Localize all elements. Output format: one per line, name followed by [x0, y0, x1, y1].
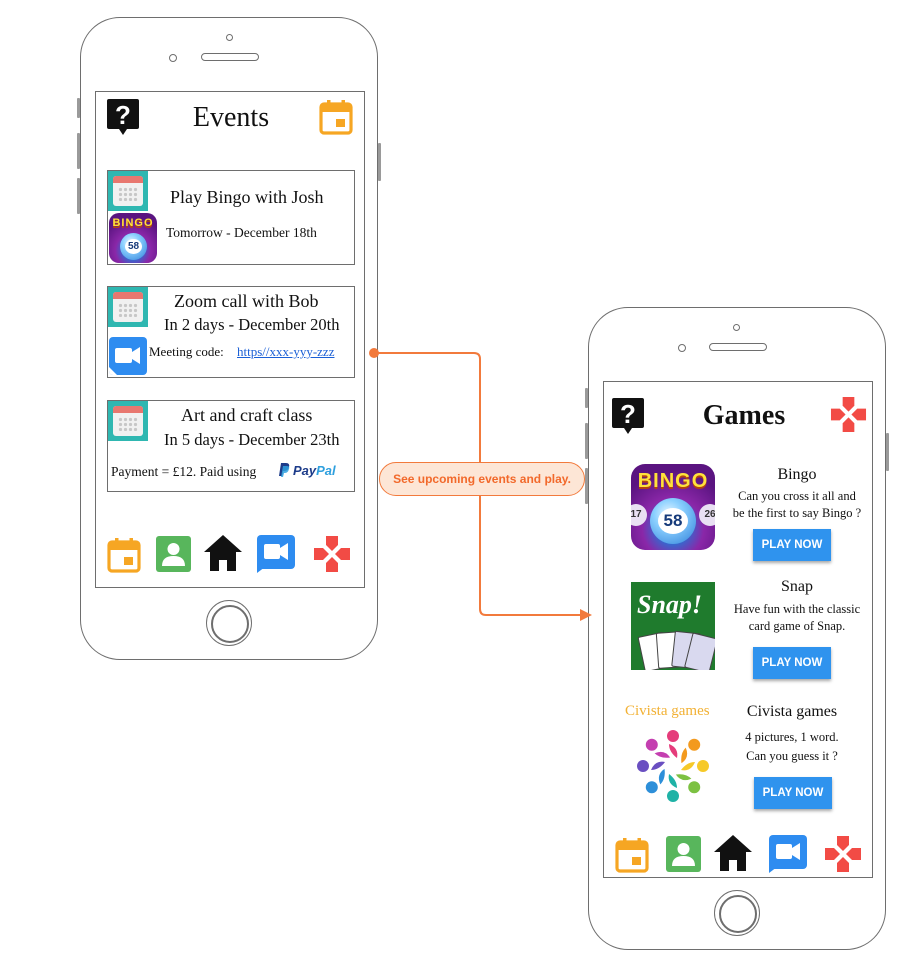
game-description: 4 pictures, 1 word. [745, 730, 839, 744]
game-description: Can you guess it ? [746, 749, 838, 763]
play-now-button-civista[interactable]: PLAY NOW [754, 777, 832, 809]
game-name: Bingo [777, 466, 817, 483]
event-date: In 2 days - December 20th [164, 315, 340, 334]
mini-calendar-icon [108, 171, 148, 211]
play-now-button-snap[interactable]: PLAY NOW [753, 647, 831, 679]
calendar-icon[interactable] [615, 837, 649, 873]
game-name: Civista games [746, 703, 838, 720]
meeting-code-link[interactable]: https//xxx-yyy-zzz [237, 344, 335, 359]
event-date: In 5 days - December 23th [164, 430, 340, 449]
phone-camera [169, 54, 177, 62]
bottom-nav [96, 532, 364, 576]
page-title: Games [702, 400, 786, 431]
game-description: be the first to say Bingo ? [732, 506, 862, 520]
gamepad-icon[interactable] [824, 835, 862, 873]
home-icon[interactable] [203, 534, 243, 572]
video-call-icon [109, 337, 147, 375]
phone-side-button [77, 98, 80, 118]
phone-sensor [226, 34, 233, 41]
phone-speaker [201, 53, 259, 61]
home-icon[interactable] [713, 834, 753, 872]
event-card-art-class[interactable]: Art and craft class In 5 days - December… [107, 400, 355, 492]
game-description: Have fun with the classic [733, 602, 861, 616]
help-icon[interactable]: ? [611, 396, 645, 436]
phone-side-button [585, 388, 588, 408]
games-phone: ? Games BINGO 17 26 58 Bingo Can you cro… [585, 307, 889, 950]
event-title: Play Bingo with Josh [170, 187, 324, 207]
calendar-icon[interactable] [107, 537, 141, 573]
phone-camera [678, 344, 686, 352]
event-card-bingo[interactable]: BINGO 58 Play Bingo with Josh Tomorrow -… [107, 170, 355, 265]
flow-callout: See upcoming events and play. [379, 462, 585, 496]
help-icon[interactable]: ? [106, 97, 140, 137]
svg-text:?: ? [115, 100, 131, 130]
event-title: Zoom call with Bob [174, 291, 319, 311]
gamepad-icon[interactable] [313, 535, 351, 573]
phone-side-button [886, 433, 889, 471]
phone-side-button [77, 133, 80, 169]
game-description: Can you cross it all and [738, 489, 856, 503]
mini-calendar-icon [108, 401, 148, 441]
events-screen: ? Events BINGO 58 Play Bingo with Josh T… [95, 91, 365, 588]
contact-icon[interactable] [666, 836, 701, 872]
phone-home-button[interactable] [206, 600, 252, 646]
paypal-logo: PayPal [279, 463, 336, 478]
phone-sensor [733, 324, 740, 331]
meeting-code-label: Meeting code: [149, 344, 224, 359]
video-call-icon[interactable] [769, 835, 807, 873]
events-phone: ? Events BINGO 58 Play Bingo with Josh T… [77, 17, 381, 660]
bingo-game-logo[interactable]: BINGO 17 26 58 [631, 464, 715, 550]
mini-calendar-icon [108, 287, 148, 327]
phone-speaker [709, 343, 767, 351]
calendar-icon[interactable] [319, 99, 353, 135]
event-date: Tomorrow - December 18th [166, 225, 317, 240]
phone-home-button[interactable] [714, 890, 760, 936]
event-card-zoom[interactable]: Zoom call with Bob In 2 days - December … [107, 286, 355, 378]
snap-game-logo[interactable]: Snap! [631, 582, 715, 670]
payment-text: Payment = £12. Paid using [111, 464, 257, 479]
bingo-logo-icon: BINGO 58 [109, 213, 157, 263]
bottom-nav [604, 832, 872, 876]
phone-side-button [585, 468, 588, 504]
svg-text:?: ? [620, 399, 636, 429]
civista-logo-label: Civista games [625, 703, 710, 719]
video-call-icon[interactable] [257, 535, 295, 573]
phone-side-button [378, 143, 381, 181]
contact-icon[interactable] [156, 536, 191, 572]
paypal-icon [279, 463, 290, 477]
phone-side-button [585, 423, 588, 459]
civista-game-logo[interactable] [631, 724, 715, 808]
event-title: Art and craft class [181, 405, 313, 425]
games-screen: ? Games BINGO 17 26 58 Bingo Can you cro… [603, 381, 873, 878]
game-description: card game of Snap. [748, 619, 846, 633]
play-now-button-bingo[interactable]: PLAY NOW [753, 529, 831, 561]
page-title: Events [192, 102, 270, 133]
phone-side-button [77, 178, 80, 214]
game-name: Snap [781, 578, 813, 595]
gamepad-icon[interactable] [830, 396, 867, 433]
